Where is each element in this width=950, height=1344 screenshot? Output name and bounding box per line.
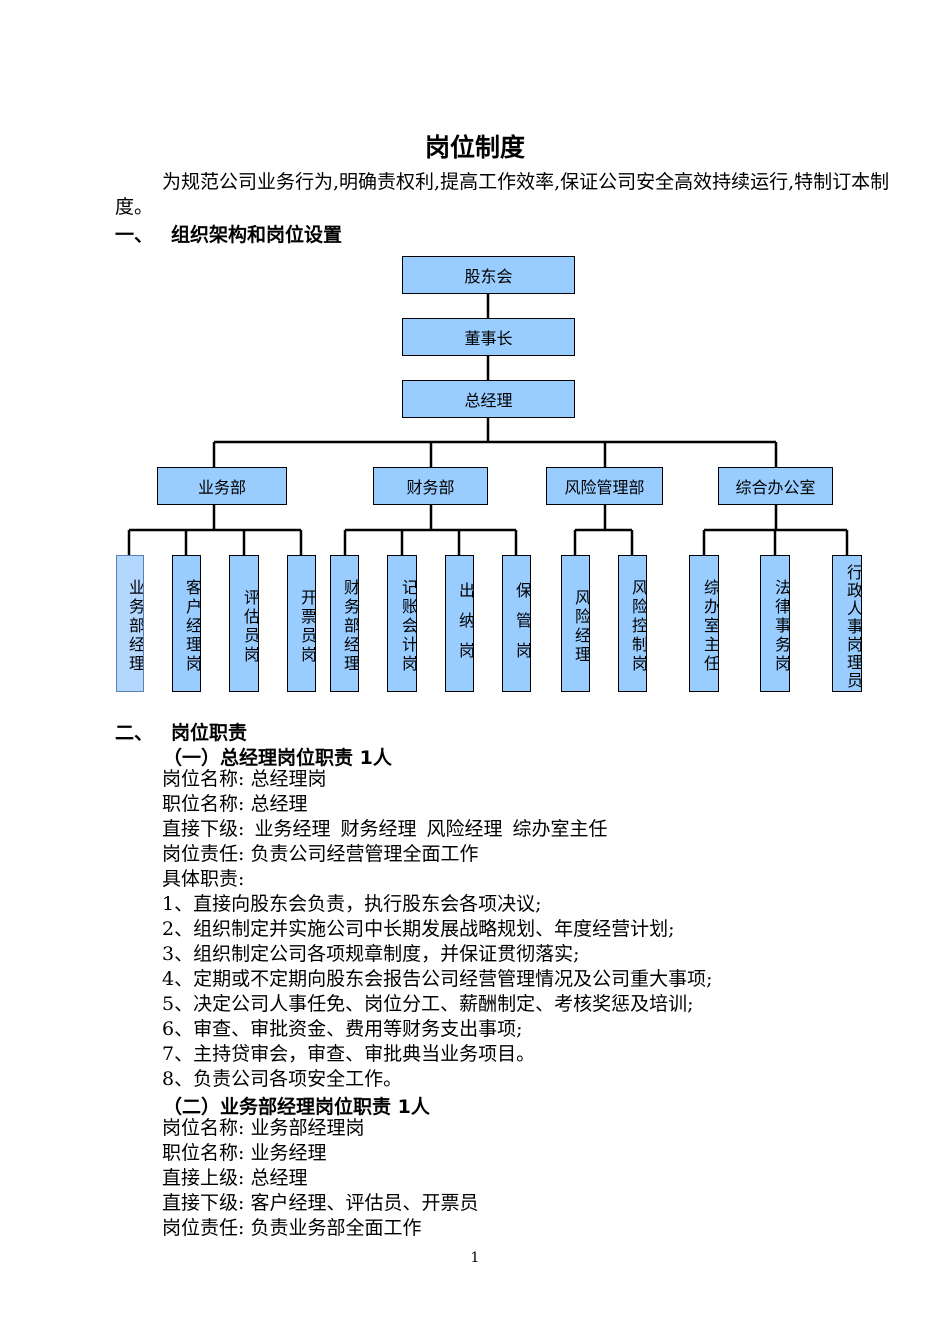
org-position-business-manager: 业务部经理: [116, 555, 144, 692]
section-2-heading: 二、岗位职责: [115, 718, 247, 745]
org-box-finance-dept: 财务部: [373, 467, 488, 505]
org-position-bookkeeper: 记账会计岗: [387, 555, 417, 692]
section-1-number: 一、: [115, 224, 154, 246]
bm-line: 直接下级: 客户经理、评估员、开票员: [162, 1192, 479, 1214]
org-position-custodian: 保管岗: [502, 555, 531, 692]
org-box-business-dept: 业务部: [157, 467, 287, 505]
gm-duties-heading: （一）总经理岗位职责 1人: [163, 747, 392, 769]
org-position-finance-manager: 财务部经理: [330, 555, 359, 692]
org-position-risk-manager: 风险经理: [561, 555, 590, 692]
gm-line: 7、主持贷审会，审查、审批典当业务项目。: [162, 1043, 536, 1065]
gm-line: 8、负责公司各项安全工作。: [162, 1068, 403, 1090]
org-position-risk-control: 风险控制岗: [618, 555, 647, 692]
gm-line: 5、决定公司人事任免、岗位分工、薪酬制定、考核奖惩及培训;: [162, 993, 694, 1015]
org-position-office-director: 综办室主任: [689, 555, 719, 692]
org-box-general-manager: 总经理: [402, 380, 575, 418]
org-box-risk-dept: 风险管理部: [546, 467, 663, 505]
org-position-admin-hr: 行政人事岗理员: [832, 555, 862, 692]
bm-line: 岗位名称: 业务部经理岗: [162, 1117, 365, 1139]
org-position-legal-affairs: 法律事务岗: [760, 555, 790, 692]
gm-line: 具体职责:: [162, 868, 245, 890]
org-position-appraiser: 评估员岗: [229, 555, 259, 692]
gm-line: 岗位名称: 总经理岗: [162, 768, 327, 790]
gm-line: 3、组织制定公司各项规章制度，并保证贯彻落实;: [162, 943, 580, 965]
gm-line: 岗位责任: 负责公司经营管理全面工作: [162, 843, 479, 865]
intro-paragraph: 为规范公司业务行为,明确责权利,提高工作效率,保证公司安全高效持续运行,特制订本…: [115, 170, 890, 220]
gm-line: 直接下级: 业务经理 财务经理 风险经理 综办室主任: [162, 818, 608, 840]
document-title: 岗位制度: [424, 133, 525, 162]
gm-line: 职位名称: 总经理: [162, 793, 308, 815]
gm-line: 4、定期或不定期向股东会报告公司经营管理情况及公司重大事项;: [162, 968, 713, 990]
org-position-invoicer: 开票员岗: [287, 555, 316, 692]
bm-duties-heading: （二）业务部经理岗位职责 1人: [163, 1096, 430, 1118]
org-box-chairman: 董事长: [402, 318, 575, 356]
page-number: 1: [470, 1250, 480, 1266]
org-box-shareholders: 股东会: [402, 256, 575, 294]
section-1-heading: 一、组织架构和岗位设置: [115, 220, 342, 247]
section-1-title: 组织架构和岗位设置: [171, 224, 343, 246]
gm-line: 1、直接向股东会负责，执行股东会各项决议;: [162, 893, 542, 915]
org-position-account-manager: 客户经理岗: [172, 555, 201, 692]
org-position-cashier: 出纳岗: [445, 555, 474, 692]
intro-text: 为规范公司业务行为,明确责权利,提高工作效率,保证公司安全高效持续运行,特制订本…: [115, 171, 890, 218]
section-2-number: 二、: [115, 722, 154, 744]
section-2-title: 岗位职责: [171, 722, 248, 744]
gm-line: 6、审查、审批资金、费用等财务支出事项;: [162, 1018, 523, 1040]
bm-line: 职位名称: 业务经理: [162, 1142, 327, 1164]
bm-line: 直接上级: 总经理: [162, 1167, 308, 1189]
org-box-admin-office: 综合办公室: [718, 467, 833, 505]
bm-line: 岗位责任: 负责业务部全面工作: [162, 1217, 422, 1239]
gm-line: 2、组织制定并实施公司中长期发展战略规划、年度经营计划;: [162, 918, 675, 940]
